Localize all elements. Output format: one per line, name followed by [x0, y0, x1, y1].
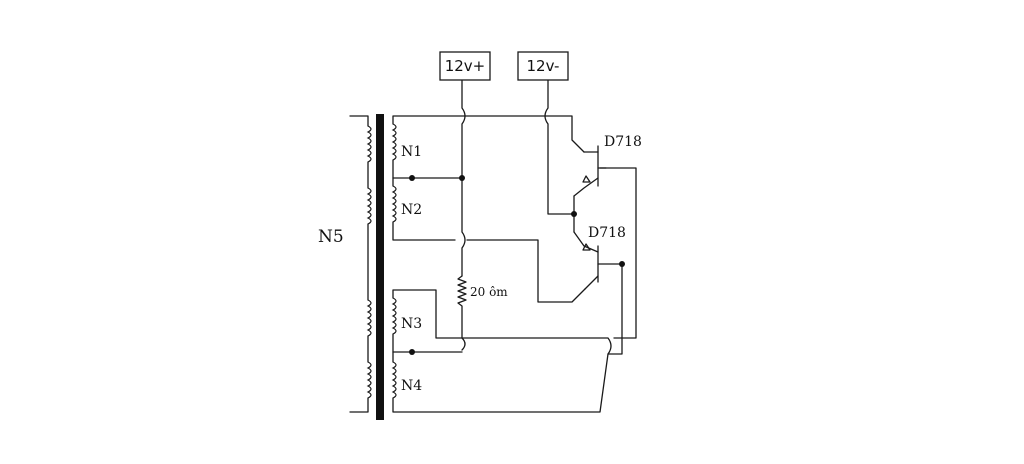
primary-winding-label: N5: [318, 227, 344, 247]
supply-positive-label: 12v+: [445, 57, 486, 75]
winding-label-n3: N3: [401, 316, 422, 332]
resistor-label: 20 ôm: [470, 285, 508, 299]
supply-negative-label: 12v-: [527, 57, 560, 75]
winding-n4: [391, 361, 397, 399]
junction-dot: [459, 175, 465, 181]
winding-label-n2: N2: [401, 202, 422, 218]
winding-n3: [391, 297, 397, 335]
winding-n2: [391, 185, 397, 223]
supply-positive-box: [439, 51, 491, 81]
winding-label-n4: N4: [401, 378, 422, 394]
circuit-wires: [392, 79, 637, 413]
winding-label-n1: N1: [401, 144, 422, 160]
junction-dot: [409, 175, 415, 181]
junction-dot: [619, 261, 625, 267]
junction-dot: [409, 349, 415, 355]
supply-negative-box: [517, 51, 569, 81]
transistor-top-label: D718: [604, 134, 642, 150]
winding-n1: [391, 123, 397, 161]
transformer-core: [376, 114, 384, 420]
junction-dot: [571, 211, 577, 217]
transistor-bottom-label: D718: [588, 225, 626, 241]
primary-winding-n5: [349, 115, 372, 413]
